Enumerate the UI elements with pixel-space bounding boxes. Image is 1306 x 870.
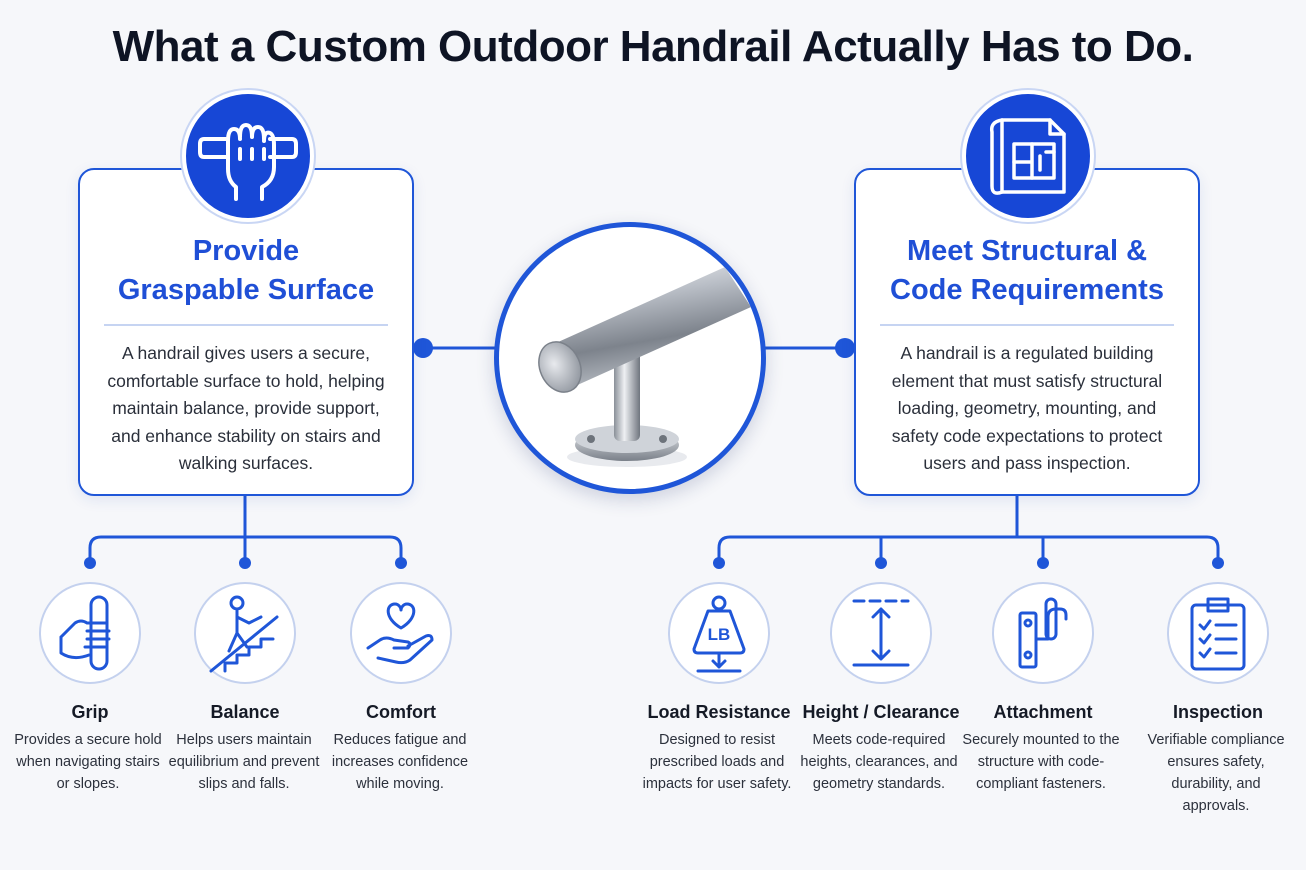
feature-title-grip: Grip — [71, 702, 109, 722]
feature-desc-grip: Provides a secure hold when navigating s… — [14, 732, 162, 792]
feature-desc-load-resistance: Designed to resist prescribed loads and … — [642, 732, 792, 792]
page-title: What a Custom Outdoor Handrail Actually … — [112, 22, 1194, 71]
feature-desc-balance: Helps users maintain equilibrium and pre… — [168, 732, 320, 792]
feature-title-comfort: Comfort — [366, 702, 436, 722]
graspable-surface-card: Provide Graspable Surface A handrail giv… — [78, 168, 414, 496]
grip-icon — [39, 582, 141, 684]
card-divider — [104, 324, 388, 326]
weight-lb-icon: LB — [668, 582, 770, 684]
heart-hand-icon — [350, 582, 452, 684]
card-body: A handrail is a regulated building eleme… — [891, 343, 1163, 473]
clipboard-checklist-icon — [1167, 582, 1269, 684]
card-title: Meet Structural & Code Requirements — [890, 235, 1164, 306]
feature-desc-comfort: Reduces fatigue and increases confidence… — [331, 732, 469, 792]
feature-title-height-clearance: Height / Clearance — [802, 702, 960, 722]
feature-title-load-resistance: Load Resistance — [647, 702, 791, 722]
feature-title-inspection: Inspection — [1172, 702, 1263, 722]
feature-title-attachment: Attachment — [993, 702, 1093, 722]
card-body: A handrail gives users a secure, comfort… — [107, 343, 385, 473]
feature-desc-attachment: Securely mounted to the structure with c… — [962, 732, 1120, 792]
feature-desc-inspection: Verifiable compliance ensures safety, du… — [1147, 732, 1285, 814]
stairs-balance-icon — [194, 582, 296, 684]
feature-title-balance: Balance — [210, 702, 280, 722]
stainless-handrail-bracket-image — [494, 222, 766, 494]
card-divider — [880, 324, 1174, 326]
feature-desc-height-clearance: Meets code-required heights, clearances,… — [800, 732, 958, 792]
hand-gripping-rail-icon — [182, 90, 314, 222]
card-title: Provide Graspable Surface — [117, 235, 375, 306]
structural-code-card: Meet Structural & Code Requirements A ha… — [854, 168, 1200, 496]
wall-bracket-icon — [992, 582, 1094, 684]
height-arrow-icon — [830, 582, 932, 684]
weight-lb-label: LB — [708, 625, 731, 644]
blueprint-icon — [962, 90, 1094, 222]
